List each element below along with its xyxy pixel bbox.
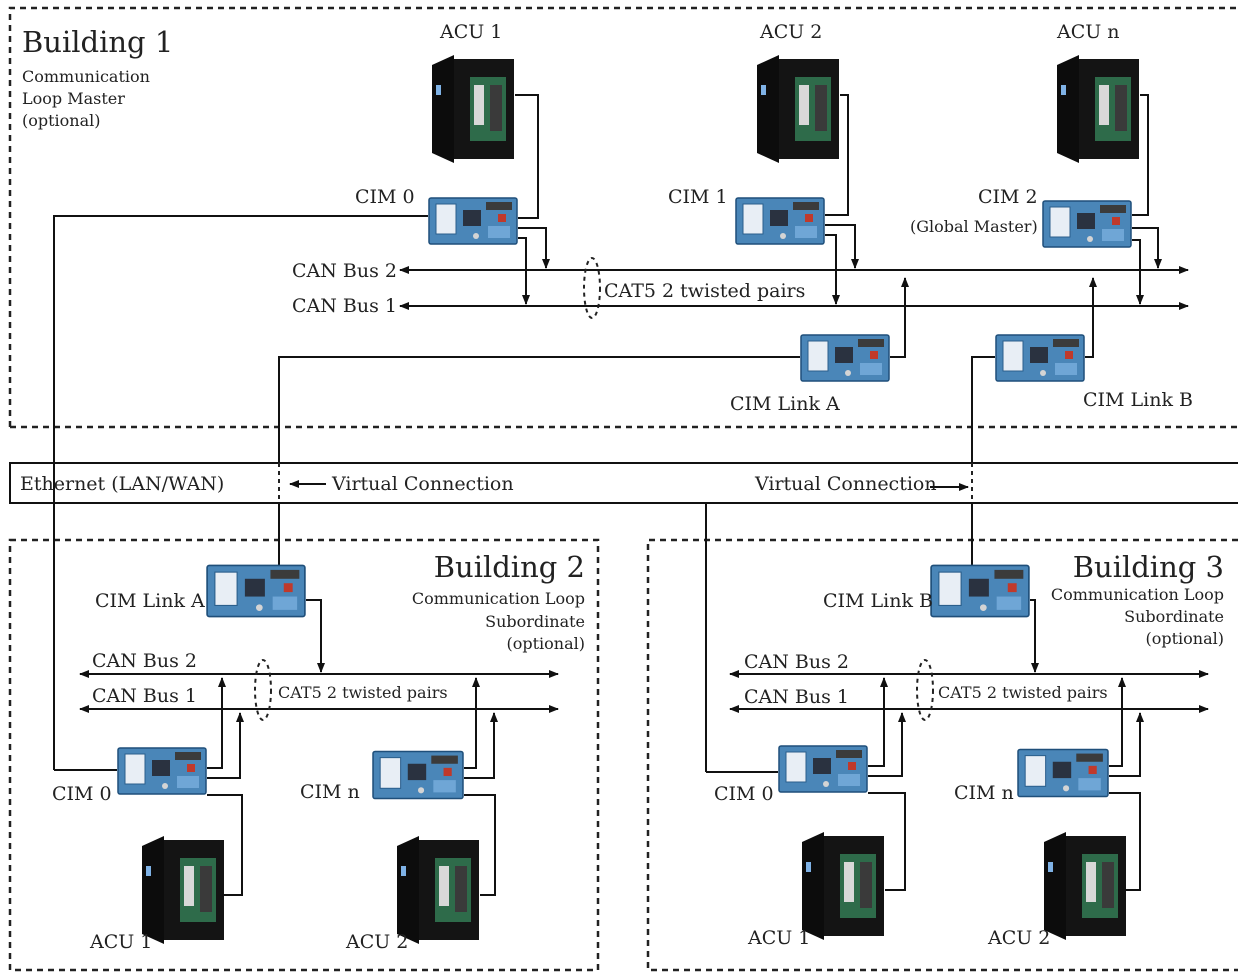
b2-can-bus-1-label: CAN Bus 1 — [92, 685, 197, 707]
cim-0-to-bus-1 — [518, 237, 530, 305]
cim-2-to-bus-1 — [1132, 239, 1144, 305]
b3-acu-2-cabinet — [1044, 832, 1126, 940]
building-1-desc-line-3: (optional) — [22, 111, 101, 130]
b2-cim-0-to-bus-1 — [207, 712, 244, 779]
acu-n-cabinet — [1057, 55, 1139, 163]
b2-cat5-ellipse — [254, 659, 272, 721]
b2-cim-0-label: CIM 0 — [52, 783, 112, 805]
cim-link-a-label: CIM Link A — [730, 393, 840, 415]
b3-cim-0-board — [778, 745, 868, 793]
ethernet-band — [9, 462, 1238, 504]
ethernet-label: Ethernet (LAN/WAN) — [20, 473, 224, 495]
acu-1-cabinet — [432, 55, 514, 163]
cim-2-to-bus-2 — [1132, 227, 1162, 269]
building-2-desc-line-1: Communication Loop — [412, 589, 585, 608]
virtual-conn-left-label: Virtual Connection — [331, 473, 514, 495]
b2-acu-1-label: ACU 1 — [89, 931, 152, 953]
building-3-desc-line-1: Communication Loop — [1051, 585, 1224, 604]
b3-cim-link-board — [930, 564, 1030, 618]
b2-cim-link-board — [206, 564, 306, 618]
acu-2-cabinet — [757, 55, 839, 163]
cim-0-label: CIM 0 — [355, 186, 415, 208]
cim-link-b-board — [995, 334, 1085, 382]
acu-2-label: ACU 2 — [759, 21, 822, 43]
b1-cim-0-ethernet-line — [53, 215, 428, 770]
b2-cim-link-to-bus-2 — [306, 599, 325, 673]
cim-0-to-bus-2 — [518, 227, 550, 269]
b3-cim-n-label: CIM n — [954, 782, 1014, 804]
cim-link-b-ethernet-line — [971, 356, 995, 463]
building-3-desc-line-3: (optional) — [1146, 629, 1225, 648]
building-2-desc-line-2: Subordinate — [485, 612, 585, 631]
b3-cim-n-board — [1017, 748, 1109, 798]
cim-2-board — [1042, 200, 1132, 248]
b2-acu-2-to-cim-n — [464, 794, 496, 896]
acu-2-to-cim-1 — [825, 94, 849, 216]
b1-can-bus-1-label: CAN Bus 1 — [292, 295, 397, 317]
b2-cim-0-board — [117, 747, 207, 795]
b2-cim-link-label: CIM Link A — [95, 590, 205, 612]
building-3-box — [646, 538, 1238, 972]
b3-cim-n-to-bus-2 — [1109, 677, 1126, 767]
b1-can-bus-2-label: CAN Bus 2 — [292, 260, 397, 282]
b2-cat5-label: CAT5 2 twisted pairs — [278, 683, 448, 702]
b2-cim-n-to-bus-1 — [464, 712, 498, 779]
cim-link-b-label: CIM Link B — [1083, 389, 1193, 411]
cim-1-to-bus-2 — [825, 224, 859, 269]
b3-cat5-ellipse — [916, 659, 934, 721]
cim-link-a-board — [800, 334, 890, 382]
acu-1-label: ACU 1 — [439, 21, 502, 43]
acu-1-to-cim-0 — [515, 94, 539, 219]
b2-cim-n-to-bus-2 — [464, 677, 480, 769]
cim-link-a-to-bus-2 — [890, 277, 909, 358]
b2-cim-n-label: CIM n — [300, 781, 360, 803]
b3-cim-0-to-bus-1 — [868, 712, 906, 777]
b3-cim-0-label: CIM 0 — [714, 783, 774, 805]
b3-acu-1-to-cim-0 — [868, 792, 906, 891]
building-1-desc-line-2: Loop Master — [22, 89, 125, 108]
cim-1-label: CIM 1 — [668, 186, 728, 208]
cim-1-to-bus-1 — [825, 234, 840, 305]
b2-cim-n-board — [372, 750, 464, 800]
b2-acu-2-cabinet — [397, 836, 479, 944]
cim-1-board — [735, 197, 825, 245]
b2-cim-0-to-bus-2 — [207, 677, 226, 769]
b3-acu-1-label: ACU 1 — [747, 927, 810, 949]
b3-can-bus-2-label: CAN Bus 2 — [744, 651, 849, 673]
cim-link-a-ethernet-line — [278, 356, 800, 463]
building-1-title: Building 1 — [22, 25, 173, 59]
building-2-title: Building 2 — [434, 550, 585, 584]
b2-acu-1-cabinet — [142, 836, 224, 944]
building-3-title: Building 3 — [1073, 550, 1224, 584]
b3-cat5-label: CAT5 2 twisted pairs — [938, 683, 1108, 702]
cim-2-note: (Global Master) — [910, 217, 1038, 236]
cim-0-board — [428, 197, 518, 245]
building-3-desc-line-2: Subordinate — [1124, 607, 1224, 626]
b2-can-bus-2-label: CAN Bus 2 — [92, 650, 197, 672]
building-2-box — [8, 538, 600, 972]
b3-acu-2-to-cim-n — [1109, 792, 1141, 891]
building-1-desc-line-1: Communication — [22, 67, 150, 86]
b3-cim-0-to-bus-2 — [868, 677, 888, 767]
b3-cim-n-to-bus-1 — [1109, 712, 1144, 777]
cim-link-b-to-bus-2 — [1085, 277, 1097, 358]
b3-can-bus-1-label: CAN Bus 1 — [744, 686, 849, 708]
b2-acu-1-to-cim-0 — [207, 794, 243, 896]
building-2-desc-line-3: (optional) — [507, 634, 586, 653]
b3-cim-link-to-bus-2 — [1030, 599, 1039, 673]
acu-n-label: ACU n — [1056, 21, 1120, 43]
b3-acu-1-cabinet — [802, 832, 884, 940]
acu-n-to-cim-2 — [1132, 94, 1149, 216]
virtual-conn-right-label: Virtual Connection — [754, 473, 937, 495]
cim-2-label: CIM 2 — [978, 186, 1038, 208]
b2-acu-2-label: ACU 2 — [345, 931, 408, 953]
b1-cat5-ellipse — [583, 257, 601, 319]
b3-acu-2-label: ACU 2 — [987, 927, 1050, 949]
b1-cat5-label: CAT5 2 twisted pairs — [604, 280, 805, 302]
b3-cim-link-label: CIM Link B — [823, 590, 933, 612]
building-1-box — [8, 6, 1238, 429]
